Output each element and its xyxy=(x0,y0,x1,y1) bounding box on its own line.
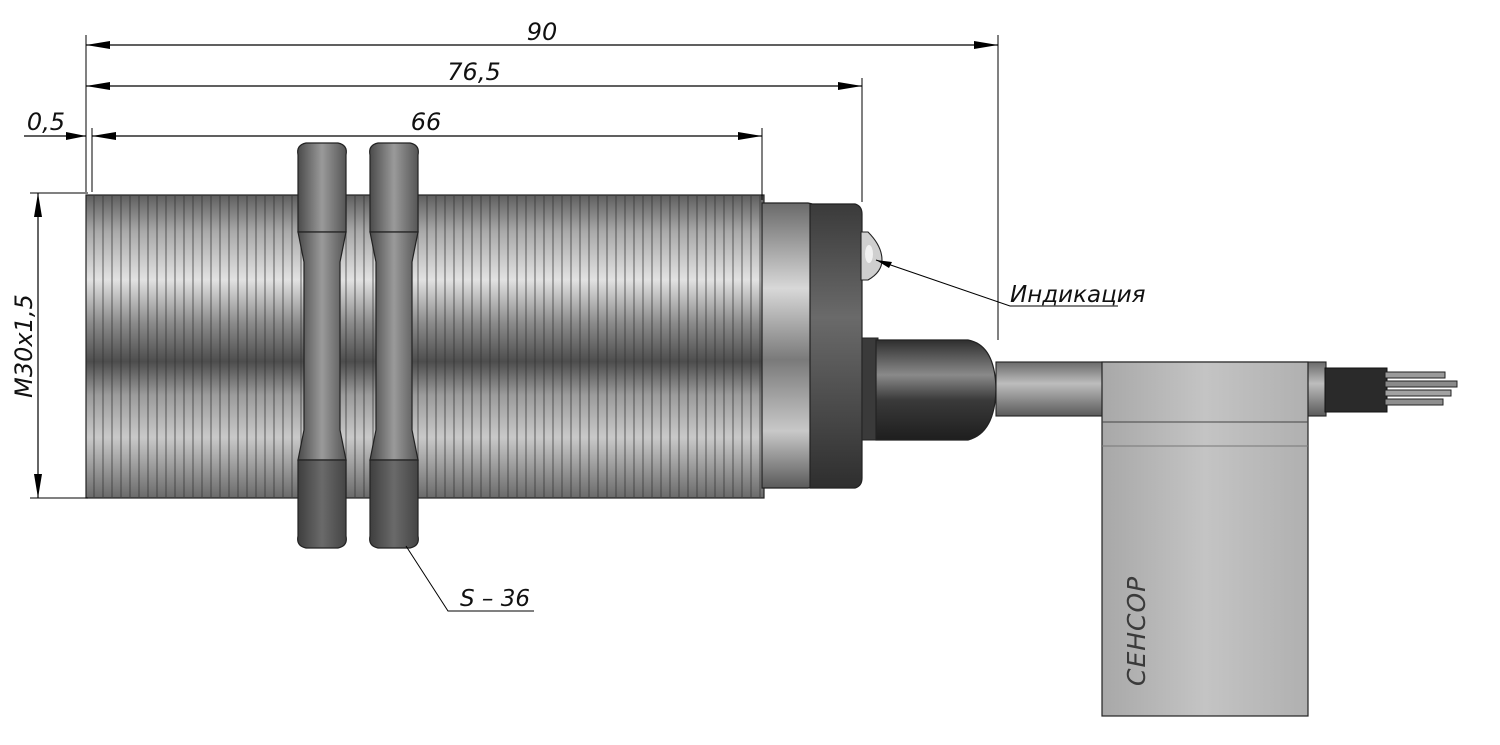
cable-wires xyxy=(1384,371,1458,406)
dimension-overall-text: 90 xyxy=(527,18,558,46)
nut-size-callout: S – 36 xyxy=(405,545,534,612)
dimension-offset: 0,5 xyxy=(24,108,86,140)
dimension-overall: 90 xyxy=(86,18,998,49)
nut-size-label: S – 36 xyxy=(460,586,530,612)
dimension-thread-spec: М30х1,5 xyxy=(10,193,42,498)
head-collar xyxy=(761,202,863,489)
brand-tag: СЕНСОР xyxy=(1101,361,1309,717)
dimension-offset-text: 0,5 xyxy=(27,108,65,136)
indicator-label: Индикация xyxy=(1010,282,1146,308)
brand-tag-text: СЕНСОР xyxy=(1122,576,1151,686)
extension-lines xyxy=(30,35,999,499)
dimension-thread: 66 xyxy=(92,108,762,140)
dimension-thread-spec-text: М30х1,5 xyxy=(10,294,38,398)
threaded-body xyxy=(85,194,765,499)
dimension-body-head-text: 76,5 xyxy=(447,58,500,86)
dimension-thread-text: 66 xyxy=(411,108,442,136)
nut-left xyxy=(297,142,347,549)
indicator-callout: Индикация xyxy=(875,259,1146,308)
nut-right xyxy=(369,142,419,549)
indicator-led xyxy=(860,231,883,281)
dimension-body-head: 76,5 xyxy=(86,58,862,90)
cable-gland xyxy=(861,337,997,441)
